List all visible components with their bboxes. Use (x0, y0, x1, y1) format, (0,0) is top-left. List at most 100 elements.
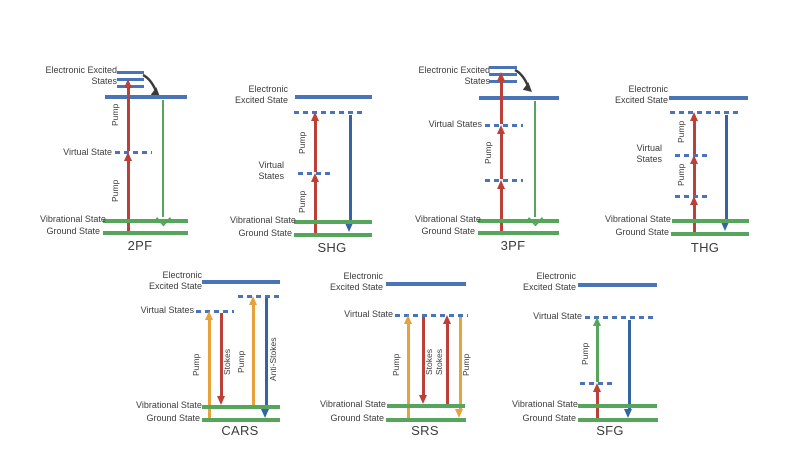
vibrational-state-line (387, 404, 465, 408)
pump-arrow-2-head (249, 296, 257, 305)
excited-state-level-line (489, 66, 517, 69)
pump-arrow-bottom-head (690, 196, 698, 205)
pump-arrow-lower (126, 161, 130, 231)
virtual-state-dashed-line-upper (585, 316, 657, 319)
pump-label-lower: Pump (297, 190, 307, 214)
panel-title-2pf: 2PF (127, 238, 153, 253)
vibrational-state-line (478, 219, 559, 223)
thg-emission-arrow-head (720, 222, 729, 231)
pump-arrow-top-head (497, 72, 505, 81)
vibrational-state-line (202, 405, 280, 409)
stokes-label-2: Stokes (434, 349, 444, 375)
stokes-arrow-up (445, 324, 449, 404)
pump-label-2: Pump (461, 353, 471, 377)
pump-arrow-top (692, 121, 696, 154)
pump-arrow-1 (207, 320, 211, 418)
virtual-states-label: Virtual States (140, 305, 194, 315)
relaxation-arrow-icon (142, 73, 160, 97)
pump-arrow-1 (406, 324, 410, 418)
panel-title-sfg: SFG (596, 423, 624, 438)
panel-sfg: Electronic Excited State Virtual State P… (510, 265, 670, 450)
sfg-emission-arrow (627, 320, 631, 409)
virtual-states-label: Virtual States (428, 119, 482, 129)
electronic-excited-state-label: Electronic Excited State (329, 271, 383, 292)
panel-3pf: Electronic Excited States Virtual States… (415, 60, 575, 260)
panel-shg: Electronic Excited State Virtual States … (230, 60, 390, 260)
ground-state-line (202, 418, 280, 422)
anti-stokes-arrow-head (260, 409, 269, 418)
electronic-excited-states-label: Electronic Excited States (418, 65, 490, 86)
virtual-state-dashed-line-upper (294, 111, 365, 114)
virtual-state-label: Virtual State (533, 311, 582, 321)
panel-title-thg: THG (690, 240, 720, 255)
virtual-state-dashed-line (115, 151, 152, 154)
pump-arrow-upper (313, 121, 317, 172)
panel-title-3pf: 3PF (500, 238, 526, 253)
pump-arrow-bottom (692, 205, 696, 232)
fluorescence-emission-arrow (162, 100, 164, 217)
panel-cars: Electronic Excited State Virtual States … (130, 265, 295, 450)
panel-2pf: Electronic Excited States Virtual State … (40, 60, 200, 260)
pump-arrow-lower-head (124, 152, 132, 161)
ground-state-line (671, 232, 749, 236)
electronic-excited-state-line (669, 96, 748, 100)
pump-arrow-upper-head (124, 79, 132, 88)
virtual-state-label: Virtual State (344, 309, 393, 319)
pump-arrow-2-head (454, 409, 463, 418)
stokes-arrow-up-head (443, 315, 451, 324)
virtual-state-dashed-line (395, 314, 468, 317)
ground-state-label: Ground State (330, 413, 384, 423)
vibrational-state-label: Vibrational State (512, 399, 578, 409)
pump-arrow-lower (313, 182, 317, 233)
electronic-excited-state-label: Electronic Excited State (234, 84, 288, 105)
fluorescence-emission-arrow (534, 101, 536, 217)
virtual-states-label: Virtual States (258, 160, 284, 181)
vibrational-state-label: Vibrational State (230, 215, 296, 225)
pump-arrow-top-head (690, 112, 698, 121)
stokes-arrow-down-head (418, 395, 427, 404)
vibrational-state-line (294, 220, 372, 224)
pump-arrow-middle-head (690, 155, 698, 164)
ground-state-label: Ground State (46, 226, 100, 236)
excited-state-level-line (489, 80, 517, 83)
pump-label-upper: Pump (676, 120, 686, 144)
pump-arrow-2 (251, 305, 255, 405)
electronic-excited-state-line (295, 95, 372, 99)
vibrational-state-line (578, 404, 657, 408)
pump-arrow-middle (692, 164, 696, 195)
pump-label-2: Pump (236, 350, 246, 374)
pump-arrow-1-head (205, 311, 213, 320)
vibrational-state-label: Vibrational State (40, 214, 106, 224)
virtual-state-dashed-line-right (238, 295, 282, 298)
pump-label-upper: Pump (110, 103, 120, 127)
pump-arrow-1-head (404, 315, 412, 324)
pump-arrow-upper (126, 88, 130, 151)
pump-arrow-green-head (593, 317, 601, 326)
pump-label: Pump (483, 141, 493, 165)
pump-arrow-red-head (593, 383, 601, 392)
pump-arrow-bottom (499, 189, 503, 231)
electronic-excited-states-label: Electronic Excited States (45, 65, 117, 86)
ground-state-label: Ground State (146, 413, 200, 423)
pump-label-lower: Pump (676, 163, 686, 187)
vibrational-state-label: Vibrational State (136, 400, 202, 410)
electronic-excited-state-label: Electronic Excited State (522, 271, 576, 292)
ground-state-label: Ground State (522, 413, 576, 423)
thg-emission-arrow (724, 115, 728, 222)
pump-label-upper: Pump (297, 131, 307, 155)
ground-state-line (103, 231, 188, 235)
pump-arrow-green (595, 326, 599, 382)
electronic-excited-state-label: Electronic Excited State (614, 84, 668, 105)
pump-arrow-2 (458, 317, 462, 409)
electronic-excited-state-label: Electronic Excited State (148, 270, 202, 291)
panel-title-cars: CARS (221, 423, 259, 438)
panel-title-srs: SRS (411, 423, 439, 438)
pump-arrow-middle (499, 134, 503, 179)
virtual-states-label: Virtual States (636, 143, 662, 164)
stokes-label: Stokes (222, 349, 232, 375)
stokes-arrow-head (216, 396, 225, 405)
panel-srs: Electronic Excited State Virtual State P… (320, 265, 480, 450)
vibrational-state-label: Vibrational State (320, 399, 386, 409)
sfg-emission-arrow-head (623, 409, 632, 418)
